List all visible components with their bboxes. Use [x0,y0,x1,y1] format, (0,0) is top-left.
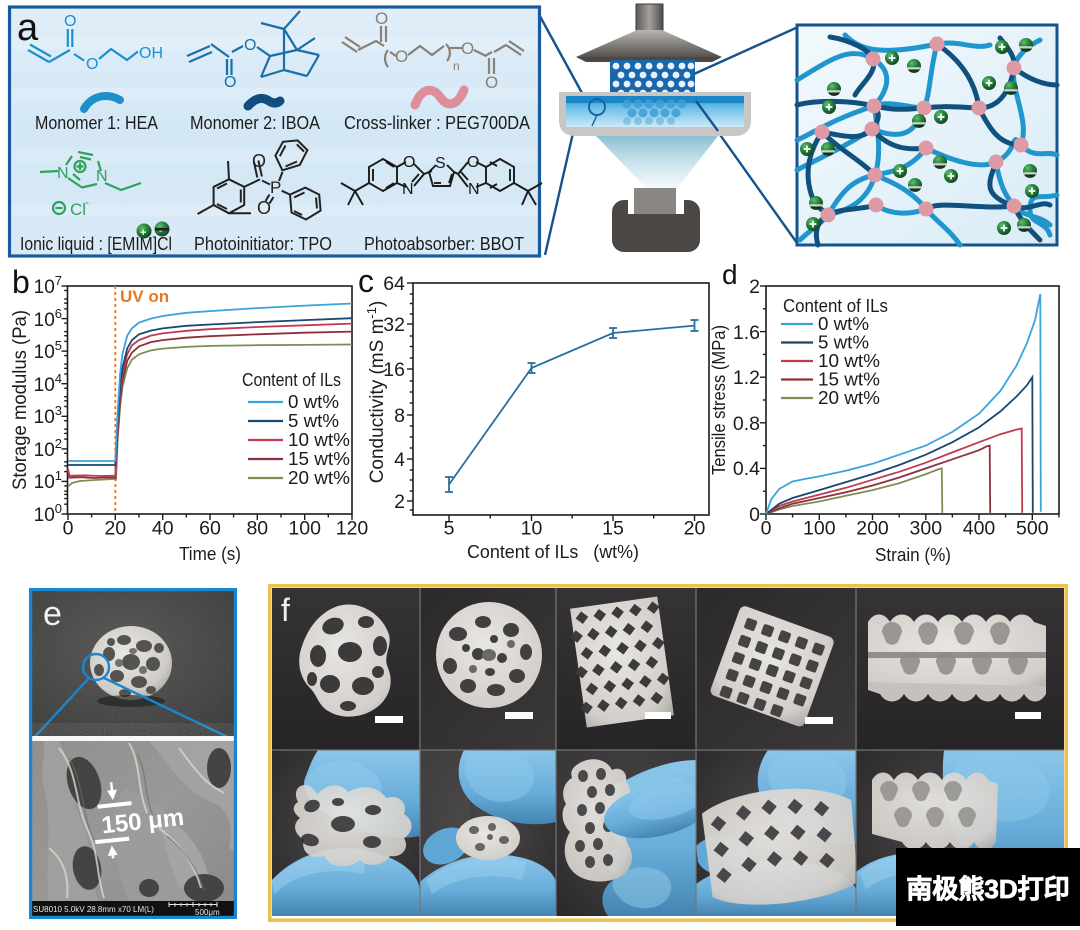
svg-text:S: S [435,155,446,172]
svg-text:n: n [453,59,460,73]
svg-text:Conductivity (mS m-1): Conductivity (mS m-1) [364,301,388,484]
svg-text:0: 0 [761,518,772,540]
svg-text:10 wt%: 10 wt% [818,351,880,371]
svg-text:80: 80 [246,518,268,540]
svg-text:O: O [485,73,498,92]
svg-text:Photoinitiator: TPO: Photoinitiator: TPO [194,234,332,254]
svg-text:20: 20 [684,518,706,540]
svg-text:100: 100 [288,518,321,540]
svg-text:15 wt%: 15 wt% [818,370,880,390]
svg-text:SU8010 5.0kV 28.8mm x70 LM(L): SU8010 5.0kV 28.8mm x70 LM(L) [33,905,154,914]
svg-text:OH: OH [139,45,163,62]
svg-text:O: O [257,198,271,218]
svg-text:Time (s): Time (s) [179,544,241,564]
svg-text:40: 40 [152,518,174,540]
svg-text:Monomer 1: HEA: Monomer 1: HEA [35,113,158,133]
svg-text:Storage modulus (Pa): Storage modulus (Pa) [10,310,31,490]
svg-text:-: - [85,195,89,209]
svg-text:1.6: 1.6 [733,322,760,344]
svg-text:0 wt%: 0 wt% [288,392,339,412]
svg-text:Content of ILs (wt%): Content of ILs (wt%) [467,542,639,562]
svg-text:400: 400 [963,518,996,540]
svg-text:b: b [12,264,30,300]
svg-text:N: N [96,168,108,185]
svg-text:2: 2 [394,491,405,513]
svg-text:64: 64 [383,273,405,295]
svg-text:Cross-linker : PEG700DA: Cross-linker : PEG700DA [344,113,530,133]
svg-text:20 wt%: 20 wt% [818,388,880,408]
svg-text:Ionic liquid : [EMIM]Cl: Ionic liquid : [EMIM]Cl [20,234,172,254]
svg-text:a: a [17,7,39,49]
svg-text:120: 120 [336,518,369,540]
svg-text:200: 200 [856,518,889,540]
svg-text:Strain (%): Strain (%) [875,545,951,565]
svg-text:N: N [57,165,69,182]
svg-text:10: 10 [521,518,543,540]
svg-text:106: 106 [34,306,62,331]
svg-text:Tensile stress (MPa): Tensile stress (MPa) [709,325,729,475]
svg-text:O: O [244,37,256,54]
svg-text:60: 60 [199,518,221,540]
svg-text:105: 105 [34,338,62,363]
svg-text:O: O [375,9,388,28]
svg-text:15: 15 [602,518,624,540]
svg-text:5: 5 [444,518,455,540]
svg-text:e: e [43,595,62,633]
svg-text:Photoabsorber: BBOT: Photoabsorber: BBOT [364,234,524,254]
svg-text:5 wt%: 5 wt% [288,411,339,431]
svg-text:Monomer 2: IBOA: Monomer 2: IBOA [190,113,320,133]
svg-text:O: O [224,74,236,91]
svg-text:104: 104 [34,371,62,396]
svg-text:O: O [395,47,408,66]
svg-text:15 wt%: 15 wt% [288,449,350,469]
svg-text:101: 101 [34,468,62,493]
svg-text:500: 500 [1016,518,1049,540]
svg-text:Content of ILs: Content of ILs [242,370,341,390]
svg-text:16: 16 [383,359,405,381]
svg-text:0: 0 [749,504,760,526]
svg-text:103: 103 [34,403,62,428]
svg-text:O: O [64,13,76,30]
svg-text:P: P [270,178,281,197]
svg-text:102: 102 [34,436,62,461]
svg-text:d: d [722,259,738,290]
svg-text:O: O [403,154,415,171]
svg-text:20: 20 [104,518,126,540]
svg-text:O: O [467,154,479,171]
svg-text:8: 8 [394,405,405,427]
svg-text:107: 107 [34,273,62,298]
svg-text:+: + [140,227,146,239]
svg-text:20 wt%: 20 wt% [288,468,350,488]
svg-text:5 wt%: 5 wt% [818,333,869,353]
svg-text:UV on: UV on [120,287,169,306]
svg-text:300: 300 [910,518,943,540]
svg-text:Content of ILs: Content of ILs [783,296,888,316]
svg-text:10 wt%: 10 wt% [288,430,350,450]
svg-text:4: 4 [394,449,405,471]
svg-text:0.8: 0.8 [733,413,760,435]
svg-text:c: c [358,263,374,299]
svg-text:1.2: 1.2 [733,367,760,389]
svg-text:O: O [86,56,98,73]
svg-text:100: 100 [803,518,836,540]
svg-text:-: - [159,226,162,237]
svg-text:100: 100 [34,501,62,526]
svg-text:0 wt%: 0 wt% [818,314,869,334]
svg-text:2: 2 [749,276,760,298]
svg-text:Cl: Cl [70,200,86,219]
svg-text:O: O [252,151,266,171]
svg-text:500μm: 500μm [195,908,220,917]
svg-text:0.4: 0.4 [733,458,760,480]
svg-text:0: 0 [63,518,74,540]
svg-text:N: N [468,181,480,198]
svg-text:32: 32 [383,314,405,336]
svg-text:N: N [402,181,414,198]
svg-text:f: f [281,592,290,628]
svg-text:O: O [461,39,474,58]
